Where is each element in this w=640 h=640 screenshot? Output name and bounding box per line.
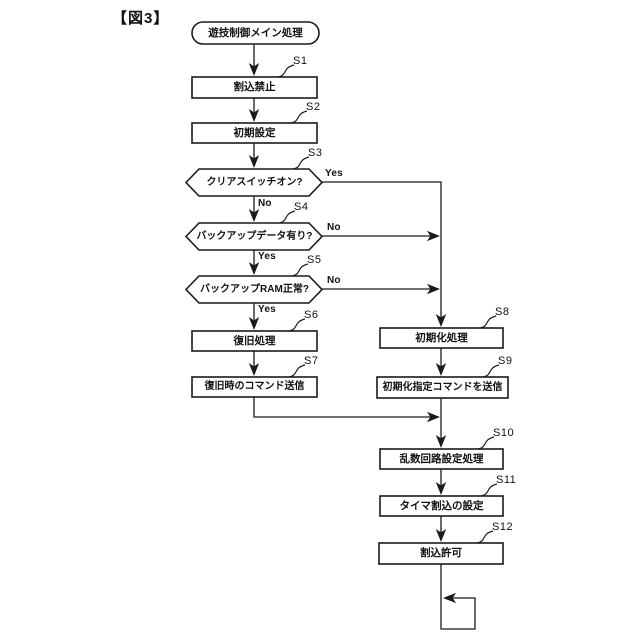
step-label-s5: S5 (307, 254, 322, 266)
figure-label: 【図3】 (112, 10, 170, 27)
node-s9-shape (376, 376, 509, 399)
node-s11-label: タイマ割込の設定 (399, 499, 484, 512)
step-label-s11: S11 (496, 474, 517, 486)
step-label-s4: S4 (294, 201, 309, 213)
step-label-s3: S3 (308, 147, 323, 159)
branch-label-s4-yes: Yes (258, 251, 276, 262)
node-s1-label: 割込禁止 (233, 81, 276, 94)
step-label-s9: S9 (498, 355, 513, 367)
node-s5-label: バックアップRAM正常? (200, 283, 309, 295)
step-label-s6: S6 (304, 309, 319, 321)
node-s9-label: 初期化指定コマンドを送信 (382, 381, 503, 393)
step-label-leaders (277, 64, 500, 544)
node-s2-label: 初期設定 (233, 126, 276, 139)
step-label-s10: S10 (493, 427, 515, 439)
branch-label-s3-yes: Yes (325, 168, 343, 179)
step-label-s7: S7 (304, 355, 319, 367)
node-s3-label: クリアスイッチオン? (206, 176, 303, 188)
node-s4-label: バックアップデータ有り? (196, 230, 313, 242)
branch-label-s5-yes: Yes (258, 304, 276, 315)
node-s8-label: 初期化処理 (415, 331, 468, 344)
node-s12-label: 割込許可 (420, 547, 462, 560)
branch-label-s5-no: No (327, 275, 341, 286)
step-label-s12: S12 (492, 521, 514, 533)
start-terminal-label: 遊技制御メイン処理 (208, 26, 303, 39)
branch-label-s4-no: No (327, 222, 341, 233)
step-label-s1: S1 (293, 55, 308, 67)
edge-s7-merge (253, 397, 440, 423)
edge-s12-loop (440, 564, 476, 630)
start-terminal-shape (191, 21, 320, 45)
branch-label-s3-no: No (258, 198, 272, 209)
edge-s3-yes-trunk (322, 181, 447, 327)
node-s7-label: 復旧時のコマンド送信 (204, 381, 305, 392)
node-s6-label: 復旧処理 (233, 334, 276, 347)
node-s10-label: 乱数回路設定処理 (399, 452, 484, 465)
step-label-s2: S2 (306, 101, 321, 113)
step-label-s8: S8 (495, 306, 510, 318)
